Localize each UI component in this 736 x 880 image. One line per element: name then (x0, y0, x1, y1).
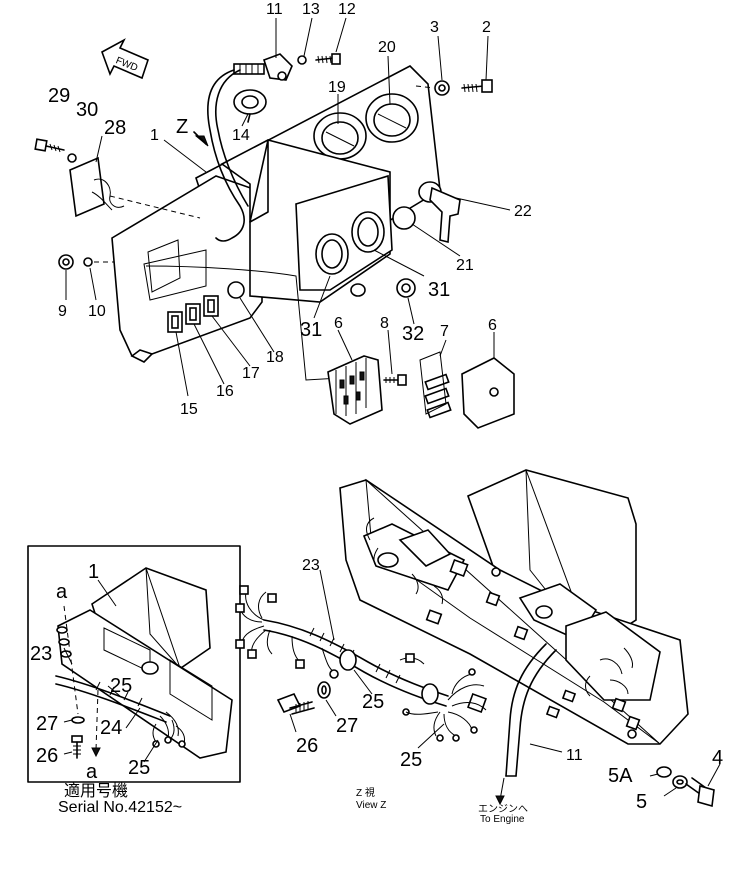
key-switch-22 (418, 181, 461, 244)
to-engine-en: To Engine (480, 814, 525, 825)
bolt-12 (315, 53, 341, 65)
label-6-cover: 6 (488, 317, 497, 334)
label-14: 14 (232, 127, 250, 144)
label-9: 9 (58, 303, 67, 320)
label-21: 21 (456, 257, 474, 274)
label-32: 32 (402, 323, 424, 345)
washer-30 (67, 153, 77, 163)
label-15: 15 (180, 401, 198, 418)
label-12: 12 (338, 1, 356, 18)
label-13: 13 (302, 1, 320, 18)
label-1: 1 (150, 127, 159, 144)
label-11: 11 (266, 1, 283, 18)
washer-27 (317, 681, 331, 699)
to-engine-jp: エンジンへ (478, 804, 528, 815)
cable-11 (505, 643, 547, 777)
bolt-4 (685, 777, 715, 808)
serial-inset: 1 a 23 25 27 24 26 a 25 (27, 545, 241, 783)
sensor-cable (207, 69, 245, 242)
inset-label-26: 26 (36, 745, 58, 767)
viewz-label-5a: 5A (608, 765, 633, 787)
viewz-label-25-right: 25 (400, 749, 422, 771)
screw-8 (383, 374, 407, 386)
label-31-right: 31 (428, 279, 450, 301)
label-31-left: 31 (300, 319, 322, 341)
bracket-28 (69, 156, 105, 218)
view-z-cluster-left (362, 517, 529, 641)
screw-2 (461, 79, 493, 93)
label-19: 19 (328, 79, 346, 96)
view-z-jp: Z 視 (356, 786, 375, 799)
inset-label-24: 24 (100, 717, 122, 739)
front-panel (111, 175, 263, 357)
serial-title: 適用号機 (64, 782, 128, 800)
inset-washer-27 (71, 716, 85, 724)
inset-label-23: 23 (30, 643, 52, 665)
label-7: 7 (440, 323, 449, 340)
label-30: 30 (76, 99, 98, 121)
bolt-26 (276, 692, 315, 715)
sensor-unit-11 (233, 53, 293, 81)
washer-10 (83, 257, 93, 267)
viewz-label-27: 27 (336, 715, 358, 737)
label-20: 20 (378, 39, 396, 56)
label-22: 22 (514, 203, 532, 220)
view-z-arrow: Z (176, 116, 209, 147)
inset-bolt-26 (71, 735, 83, 759)
gauge-20 (365, 93, 419, 143)
label-29: 29 (48, 85, 70, 107)
label-18: 18 (266, 349, 284, 366)
connector-25 (402, 668, 487, 742)
indicator-18 (227, 281, 245, 299)
inset-label-25-top: 25 (110, 675, 132, 697)
fuse-cover-6 (461, 357, 515, 429)
label-6-block: 6 (334, 315, 343, 332)
buzzer-14 (233, 89, 267, 123)
fuse-block-6 (327, 355, 383, 425)
inset-label-a-top: a (56, 581, 68, 603)
inset-label-25-bottom: 25 (128, 757, 150, 779)
view-z-cluster-right (518, 583, 661, 739)
gauge-31 (315, 211, 385, 275)
switch-row (167, 295, 219, 333)
label-10: 10 (88, 303, 106, 320)
z-label: Z (176, 116, 188, 138)
knob-21 (392, 206, 416, 230)
viewz-label-26: 26 (296, 735, 318, 757)
viewz-label-4: 4 (712, 747, 723, 769)
serial-number: Serial No.42152~ (58, 799, 182, 816)
inset-label-a-bottom: a (86, 761, 98, 783)
viewz-label-23: 23 (302, 557, 320, 574)
fwd-arrow: FWD (101, 38, 149, 80)
viewz-label-25-left: 25 (362, 691, 384, 713)
part-labels-top: 11 13 12 3 2 20 19 14 1 29 30 28 9 10 15… (48, 1, 532, 418)
bolt-29 (34, 138, 65, 153)
leader-lines-top (65, 17, 511, 397)
label-17: 17 (242, 365, 260, 382)
inset-label-27: 27 (36, 713, 58, 735)
view-z-assembly: 23 25 27 26 25 11 4 5A 5 (235, 469, 723, 813)
nut-13 (297, 55, 307, 65)
inset-label-1: 1 (88, 561, 99, 583)
label-28: 28 (104, 117, 126, 139)
label-2: 2 (482, 19, 491, 36)
fuses-7 (419, 351, 452, 419)
viewz-label-5: 5 (636, 791, 647, 813)
label-16: 16 (216, 383, 234, 400)
gauge-19 (313, 112, 367, 160)
label-3: 3 (430, 19, 439, 36)
view-z-en: View Z (356, 800, 386, 811)
label-8: 8 (380, 315, 389, 332)
instrument-panel-assembly: FWD Z (34, 1, 532, 429)
washer-5a (656, 766, 672, 778)
viewz-label-11: 11 (566, 747, 583, 764)
